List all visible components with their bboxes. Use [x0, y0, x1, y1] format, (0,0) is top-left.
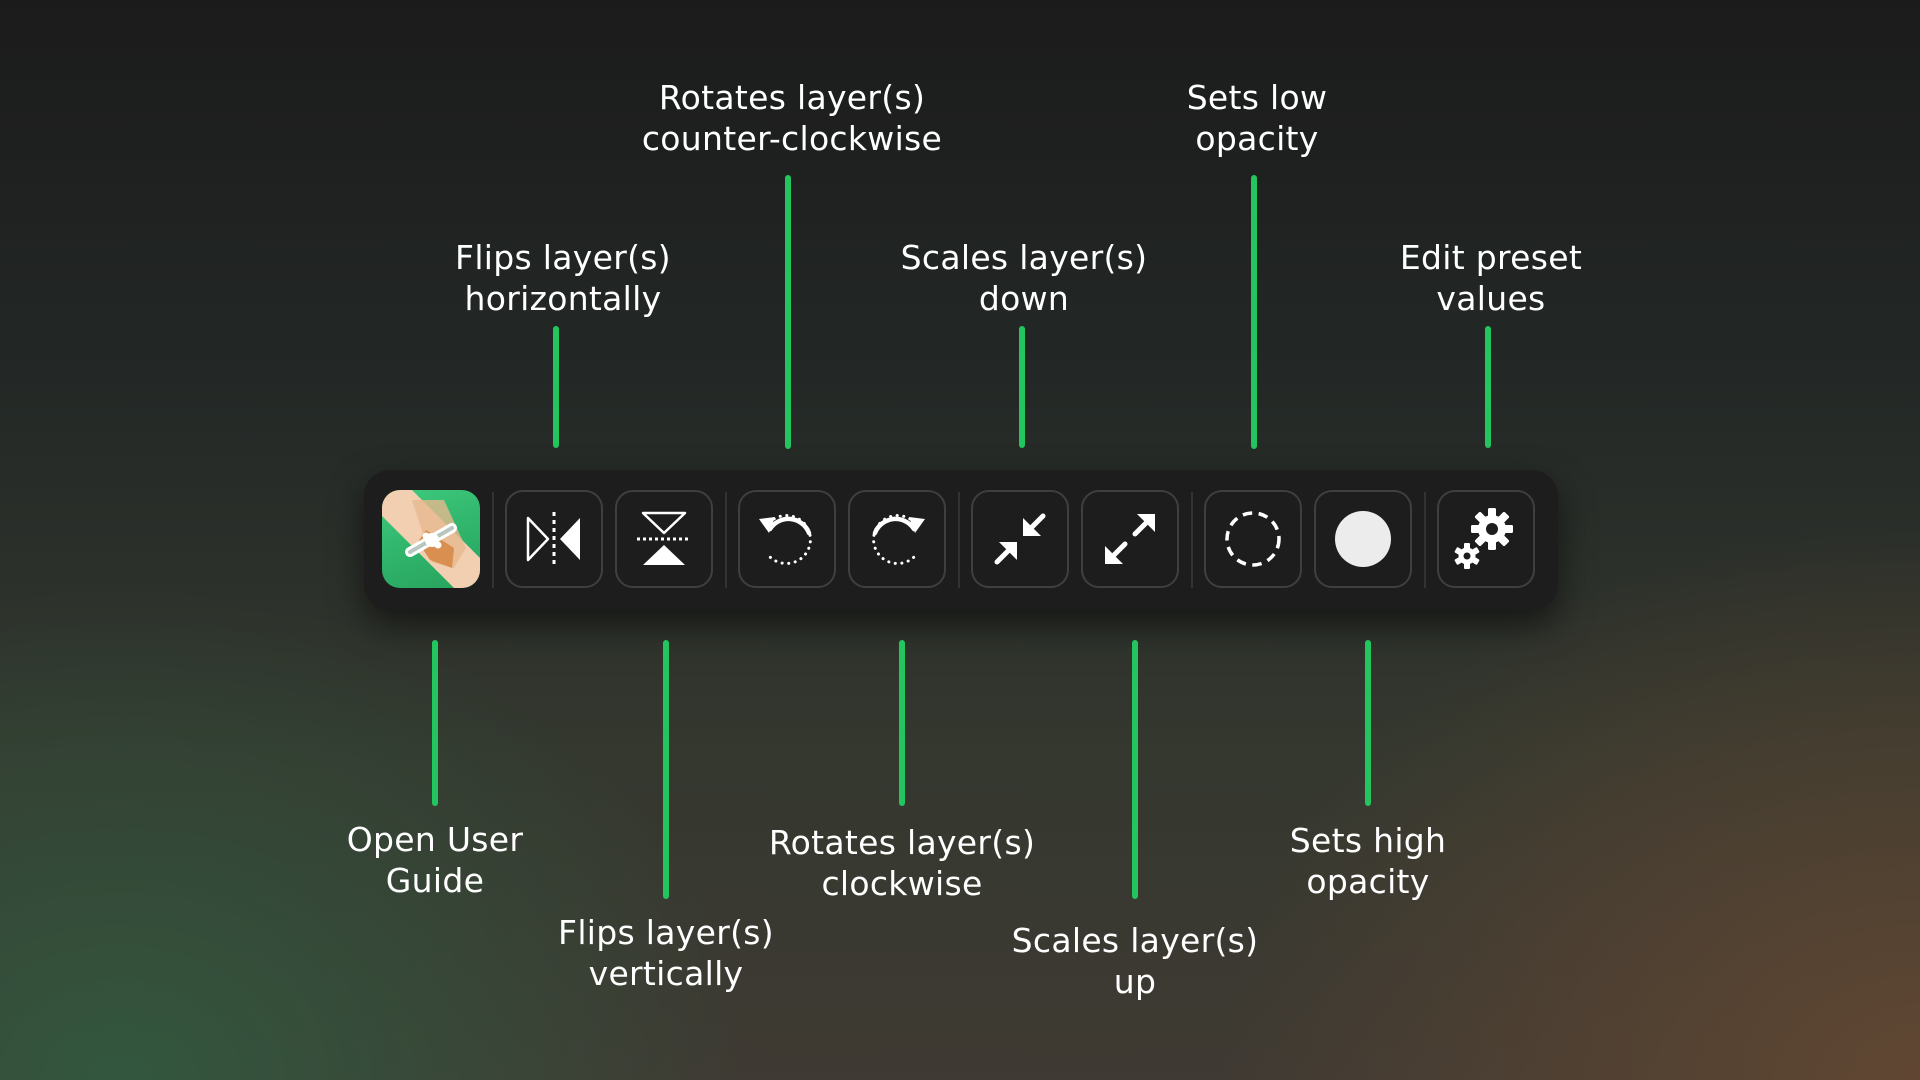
connector-high-opacity: [1365, 640, 1371, 806]
caption-line-1: Flips layer(s): [455, 238, 671, 277]
caption-high-opacity: Sets high opacity: [1148, 820, 1588, 902]
user-guide-button[interactable]: [382, 490, 480, 588]
caption-line-2: down: [978, 279, 1070, 318]
app-logo-icon: [382, 490, 480, 588]
connector-scale-up: [1132, 640, 1138, 899]
caption-line-1: Rotates layer(s): [658, 78, 926, 117]
caption-line-2: horizontally: [464, 279, 662, 318]
caption-line-1: Sets low: [1186, 78, 1328, 117]
rotate-ccw-icon: [759, 514, 812, 565]
connector-rotate-ccw: [785, 175, 791, 449]
connector-flip-horizontal: [553, 326, 559, 448]
scale-up-button[interactable]: [1081, 490, 1179, 588]
flip-vertical-button[interactable]: [615, 490, 713, 588]
connector-rotate-cw: [899, 640, 905, 806]
caption-flip-vertical: Flips layer(s) vertically: [446, 912, 886, 994]
rotate-cw-button[interactable]: [848, 490, 946, 588]
caption-line-1: Rotates layer(s): [768, 823, 1036, 862]
scale-up-icon: [1105, 514, 1155, 564]
connector-low-opacity: [1251, 175, 1257, 449]
rotate-cw-icon: [872, 514, 925, 565]
caption-low-opacity: Sets low opacity: [1037, 77, 1477, 159]
toolbar-separator: [725, 492, 727, 588]
caption-line-2: counter-clockwise: [641, 119, 943, 158]
caption-line-2: values: [1436, 279, 1546, 318]
caption-line-2: up: [1113, 962, 1157, 1001]
caption-line-1: Flips layer(s): [558, 913, 774, 952]
toolbar: [364, 470, 1558, 610]
caption-line-2: opacity: [1306, 862, 1430, 901]
toolbar-separator: [1424, 492, 1426, 588]
caption-line-2: opacity: [1195, 119, 1319, 158]
caption-flip-horizontal: Flips layer(s) horizontally: [343, 237, 783, 319]
toolbar-separator: [492, 492, 494, 588]
caption-line-1: Scales layer(s): [1011, 921, 1259, 960]
connector-flip-vertical: [663, 640, 669, 899]
low-opacity-button[interactable]: [1204, 490, 1302, 588]
flip-vertical-icon: [637, 511, 691, 565]
caption-scale-down: Scales layer(s) down: [804, 237, 1244, 319]
toolbar-separator: [1191, 492, 1193, 588]
caption-line-1: Open User: [346, 820, 524, 859]
settings-button[interactable]: [1437, 490, 1535, 588]
gears-icon: [1454, 508, 1513, 569]
scale-down-icon: [994, 513, 1046, 565]
scale-down-button[interactable]: [971, 490, 1069, 588]
toolbar-separator: [958, 492, 960, 588]
dashed-circle-icon: [1225, 511, 1281, 567]
caption-line-2: vertically: [588, 954, 744, 993]
caption-line-1: Scales layer(s): [900, 238, 1148, 277]
rotate-ccw-button[interactable]: [738, 490, 836, 588]
caption-line-1: Sets high: [1289, 821, 1447, 860]
caption-scale-up: Scales layer(s) up: [915, 920, 1355, 1002]
filled-circle-icon: [1335, 511, 1391, 567]
caption-line-2: clockwise: [821, 864, 983, 903]
caption-rotate-cw: Rotates layer(s) clockwise: [682, 822, 1122, 904]
caption-line-2: Guide: [385, 861, 485, 900]
high-opacity-button[interactable]: [1314, 490, 1412, 588]
caption-rotate-ccw: Rotates layer(s) counter-clockwise: [572, 77, 1012, 159]
connector-edit-presets: [1485, 326, 1491, 448]
flip-horizontal-icon: [526, 512, 580, 566]
caption-user-guide: Open User Guide: [215, 819, 655, 901]
connector-scale-down: [1019, 326, 1025, 448]
caption-line-1: Edit preset: [1399, 238, 1583, 277]
connector-user-guide: [432, 640, 438, 806]
caption-edit-presets: Edit preset values: [1271, 237, 1711, 319]
flip-horizontal-button[interactable]: [505, 490, 603, 588]
